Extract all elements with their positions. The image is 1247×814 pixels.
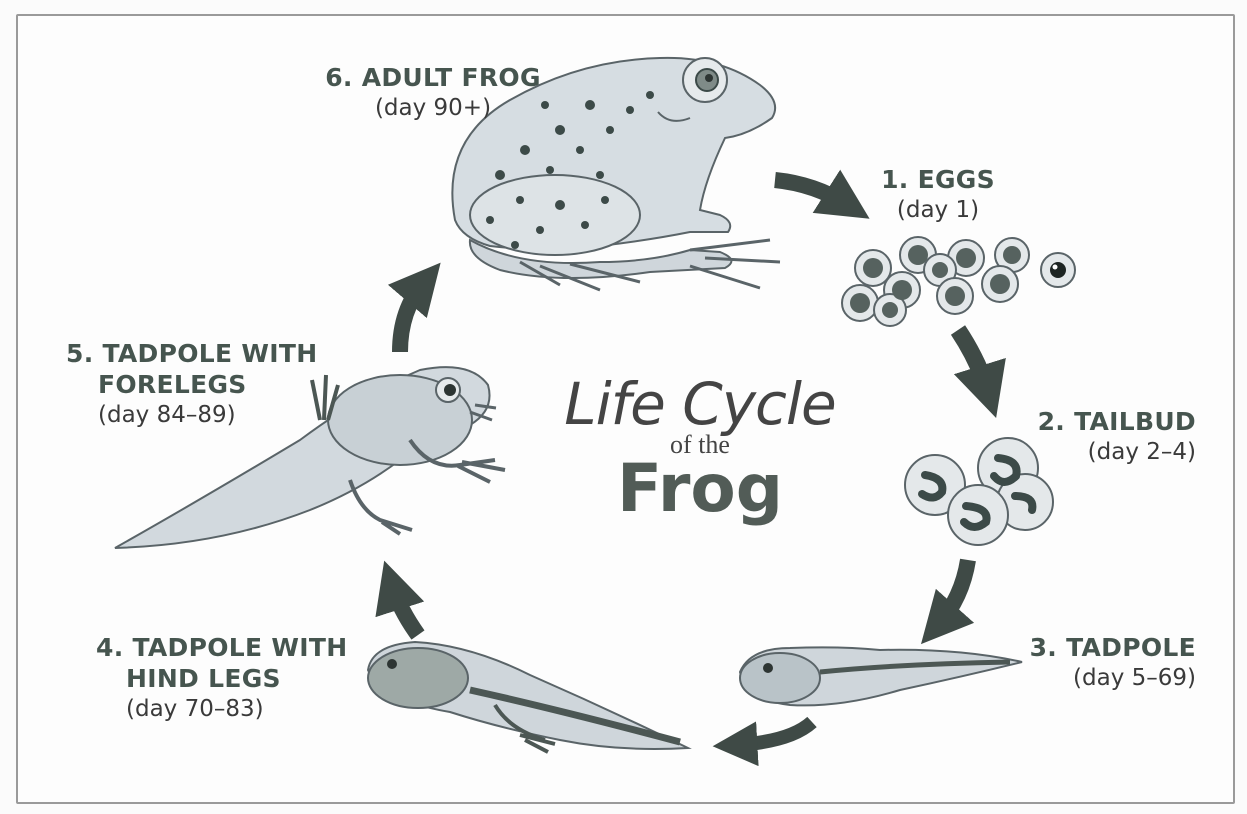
stage-5-day: (day 84–89): [66, 400, 346, 431]
stage-5-name-line1: 5. TADPOLE WITH: [66, 338, 346, 369]
stage-2-name: 2. TAILBUD: [1010, 406, 1196, 437]
arrow-tailbud-to-tadpole: [938, 560, 968, 625]
stage-4-label: 4. TADPOLE WITH HIND LEGS (day 70–83): [96, 632, 366, 725]
stage-5-label: 5. TADPOLE WITH FORELEGS (day 84–89): [66, 338, 346, 431]
arrow-forelegs-to-frog: [400, 282, 424, 352]
stage-2-day: (day 2–4): [1010, 437, 1196, 468]
tadpole-icon: [740, 647, 1022, 705]
diagram-title: Life Cycle of the Frog: [540, 372, 860, 524]
stage-6-day: (day 90+): [308, 93, 558, 124]
arrow-frog-to-eggs: [775, 180, 848, 205]
stage-4-name-line1: 4. TADPOLE WITH: [96, 632, 366, 663]
stage-6-label: 6. ADULT FROG (day 90+): [308, 62, 558, 124]
arrow-tadpole-to-hindlegs: [735, 722, 812, 745]
stage-1-day: (day 1): [868, 195, 1008, 226]
stage-3-name: 3. TADPOLE: [1006, 632, 1196, 663]
stage-6-name: 6. ADULT FROG: [308, 62, 558, 93]
stage-1-label: 1. EGGS (day 1): [868, 164, 1008, 226]
stage-3-label: 3. TADPOLE (day 5–69): [1006, 632, 1196, 694]
stage-4-day: (day 70–83): [96, 694, 366, 725]
stage-4-name-line2: HIND LEGS: [96, 663, 366, 694]
stage-2-label: 2. TAILBUD (day 2–4): [1010, 406, 1196, 468]
eggs-icon: [842, 237, 1075, 326]
stage-5-name-line2: FORELEGS: [66, 369, 346, 400]
title-line-frog: Frog: [540, 454, 860, 524]
title-line-life-cycle: Life Cycle: [540, 372, 860, 436]
tadpole-hind-legs-icon: [368, 642, 688, 752]
arrow-hindlegs-to-forelegs: [392, 585, 418, 635]
stage-1-name: 1. EGGS: [868, 164, 1008, 195]
stage-3-day: (day 5–69): [1006, 663, 1196, 694]
arrow-eggs-to-tailbud: [958, 330, 988, 392]
